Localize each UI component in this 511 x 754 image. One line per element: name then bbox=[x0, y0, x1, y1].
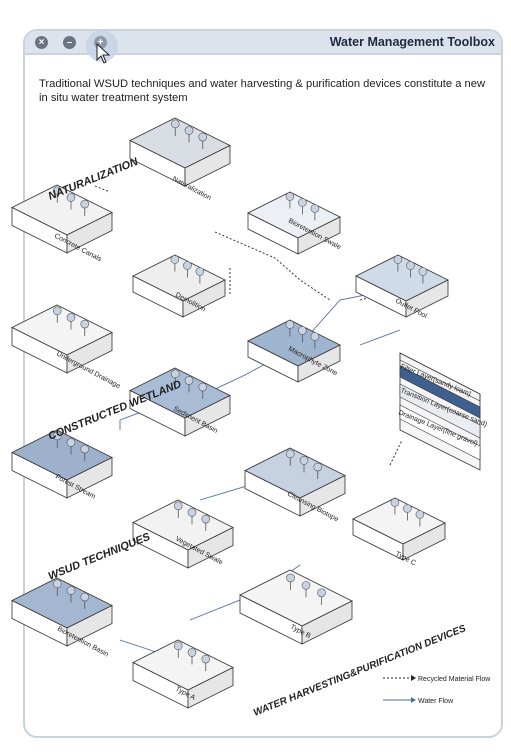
type-b-block bbox=[239, 569, 353, 645]
bioretention-basin-block bbox=[11, 577, 113, 647]
section-wsud-techniques: WSUD TECHNIQUES bbox=[47, 531, 153, 583]
legend-recycled: Recycled Material Flow bbox=[418, 676, 491, 683]
demolition-block bbox=[132, 254, 226, 318]
macrophyte-zone-block bbox=[247, 319, 341, 383]
legend-water: Water Flow bbox=[418, 698, 454, 705]
type-c-block bbox=[352, 497, 446, 561]
sediment-basin-block bbox=[129, 367, 231, 437]
section-naturalization: NATURALIZATION bbox=[47, 155, 141, 202]
close-button[interactable]: × bbox=[35, 36, 48, 49]
forest-stream-block bbox=[11, 429, 113, 499]
diagram-subtitle: Traditional WSUD techniques and water ha… bbox=[39, 78, 486, 104]
vegetated-swale-block bbox=[132, 499, 234, 569]
outlet-pool-block bbox=[355, 254, 449, 318]
concrete-canals-block bbox=[11, 184, 113, 254]
type-a-block bbox=[132, 639, 234, 709]
underground-drainage-block bbox=[11, 304, 113, 374]
cleansing-biotope-block bbox=[244, 447, 346, 517]
window-title: Water Management Toolbox bbox=[329, 35, 495, 49]
bioretention-swale-block bbox=[247, 191, 341, 255]
naturalization-block bbox=[129, 117, 231, 187]
soil-layer-section bbox=[399, 352, 481, 471]
legend: Recycled Material Flow Water Flow bbox=[383, 675, 491, 705]
mouse-cursor-icon bbox=[96, 42, 111, 64]
minimize-button[interactable]: – bbox=[63, 36, 76, 49]
